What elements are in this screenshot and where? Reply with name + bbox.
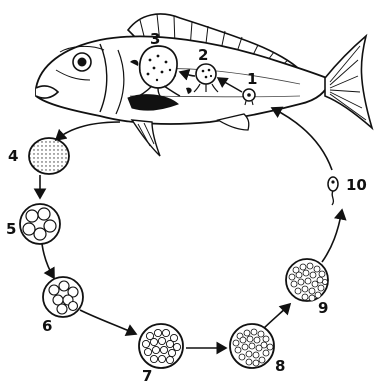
fish-body [36,36,332,124]
stage-6-tomocyst [43,277,83,317]
label-stage-7: 7 [142,367,152,382]
tail-fin [325,36,372,128]
label-stage-9: 9 [318,299,328,317]
arrow-5-to-6 [42,244,54,278]
label-stage-10: 10 [346,176,367,194]
label-stage-1: 1 [247,70,257,88]
arrow-9-to-10 [322,210,342,262]
stage-2-trophont [194,64,218,92]
arrow-8-to-9 [262,304,290,330]
stage-7-tomocyst [139,324,183,368]
label-stage-6: 6 [42,317,52,335]
stage-4-tomont [29,138,69,174]
label-stage-5: 5 [6,220,16,238]
stage-8-tomocyst [230,324,274,368]
label-stage-3: 3 [150,30,160,48]
label-stage-4: 4 [8,147,18,165]
arrow-10-to-1 [272,108,332,170]
label-stage-2: 2 [198,46,208,64]
stage-5-tomocyst [20,204,60,244]
fish-host [36,14,372,156]
label-stage-8: 8 [275,357,285,375]
stage-10-theront [328,177,338,205]
stage-9-tomocyst [286,259,328,301]
arrow-6-to-7 [80,310,136,334]
arrow-3-to-4 [56,122,120,140]
